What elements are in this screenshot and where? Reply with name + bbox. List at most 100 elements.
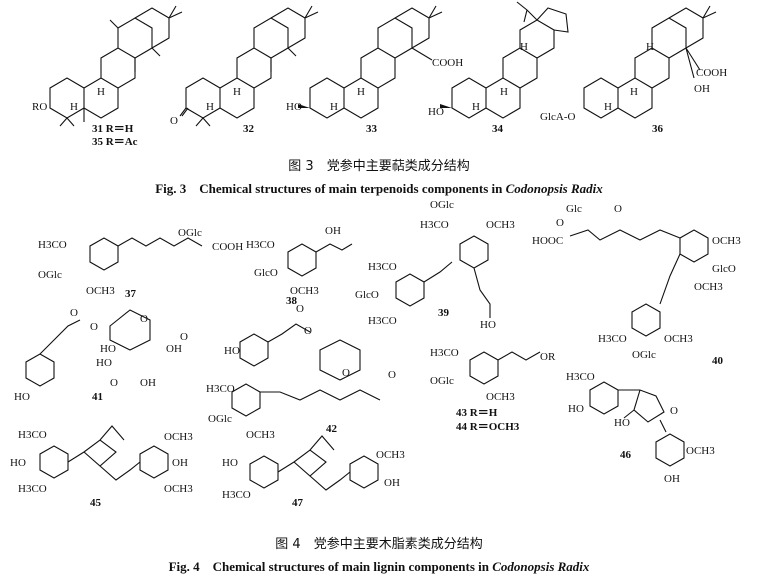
figure-4-caption-en: Fig. 4 Chemical structures of main ligni… [0, 556, 758, 575]
c42-label-oglc: OGlc [208, 413, 232, 425]
c41-label-o2: O [90, 321, 98, 333]
c45-caption: 45 [90, 497, 102, 509]
c36-label-h1: H [646, 41, 654, 53]
lignin-structures-svg: OGlc H3CO COOH OGlc OCH3 37 OH H3CO GlcO… [10, 199, 741, 509]
c46-label-ho1: HO [568, 403, 584, 415]
c36-label-glca: GlcA-O [540, 111, 575, 123]
c47-label-oh: OH [384, 477, 400, 489]
c40-label-o2: O [614, 203, 622, 215]
c36-label-cooh: COOH [696, 67, 727, 79]
c39-label-oglc: OGlc [430, 200, 454, 211]
terpenoid-structures-svg: RO H H 31 R＝H 35 R＝Ac O H H 32 HO H H CO… [32, 1, 727, 148]
figure-4-caption-en-italic: Codonopsis Radix [492, 559, 590, 574]
c40-label-och3-2: OCH3 [694, 281, 723, 293]
c41-label-ho1: HO [100, 343, 116, 355]
c37-caption: 37 [125, 288, 137, 300]
c33-label-h2: H [330, 101, 338, 113]
c31-label-ro: RO [32, 101, 47, 113]
c32-caption: 32 [243, 123, 255, 135]
c37-label-oglc: OGlc [178, 227, 202, 239]
c46-label-o: O [670, 405, 678, 417]
c41-label-oh1: OH [166, 343, 182, 355]
c34-label-h2: H [500, 86, 508, 98]
compound-36-structure: H COOH OH H H GlcA-O 36 [540, 5, 727, 135]
c40-label-och3-1: OCH3 [712, 235, 741, 247]
c39-label-h3co2: H3CO [368, 261, 397, 273]
compound-45-structure: H3CO HO H3CO OCH3 OH OCH3 45 [10, 425, 193, 509]
c37-label-cooh: COOH [212, 241, 243, 253]
c42-label-ho: HO [224, 345, 240, 357]
c47-label-ho: HO [222, 457, 238, 469]
c39-label-ho: HO [480, 319, 496, 331]
c45-label-h3co2: H3CO [18, 483, 47, 495]
c46-caption: 46 [620, 449, 632, 461]
figure-3-caption-en-italic: Codonopsis Radix [505, 181, 603, 196]
c31-label-h2: H [70, 101, 78, 113]
figure-4-caption-en-text: Fig. 4 Chemical structures of main ligni… [168, 559, 493, 574]
c40-label-glc: Glc [566, 203, 582, 215]
c31-label-h1: H [97, 86, 105, 98]
compound-31-structure: RO H H 31 R＝H 35 R＝Ac [32, 5, 183, 148]
c38-label-och3: OCH3 [290, 285, 319, 297]
c42-label-o2: O [304, 325, 312, 337]
c38-caption: 38 [286, 295, 298, 307]
figure-3-caption-en-text: Fig. 3 Chemical structures of main terpe… [155, 181, 506, 196]
c42-label-o4: O [388, 369, 396, 381]
figure-4-structures: OGlc H3CO COOH OGlc OCH3 37 OH H3CO GlcO… [0, 199, 758, 527]
figure-4-caption-cn: 图 4 党参中主要木脂素类成分结构 [275, 537, 483, 552]
c42-label-h3co: H3CO [206, 383, 235, 395]
c45-label-oh: OH [172, 457, 188, 469]
c39-label-h3co1: H3CO [420, 219, 449, 231]
compound-39-structure: OGlc H3CO OCH3 H3CO GlcO H3CO HO 39 [355, 199, 515, 331]
compound-46-structure: H3CO HO HO O OCH3 OH 46 [566, 371, 715, 485]
compound-38-structure: OH H3CO GlcO OCH3 38 [246, 225, 353, 307]
c47-label-h3co: H3CO [222, 489, 251, 501]
c32-label-h2: H [206, 101, 214, 113]
c33-label-ho: HO [286, 101, 302, 113]
c46-label-och3: OCH3 [686, 445, 715, 457]
compound-43-44-structure: H3CO OR OGlc OCH3 43 R＝H 44 R＝OCH3 [430, 347, 556, 433]
c44-caption: 44 R＝OCH3 [456, 421, 520, 433]
c43-label-h3co: H3CO [430, 347, 459, 359]
compound-40-structure: Glc O HOOC O OCH3 GlcO OCH3 H3CO OCH3 OG… [532, 203, 741, 367]
c43-label-oglc: OGlc [430, 375, 454, 387]
c36-label-oh: OH [694, 83, 710, 95]
c41-label-ho3: HO [14, 391, 30, 403]
c32-label-h1: H [233, 86, 241, 98]
c36-label-h3: H [604, 101, 612, 113]
c42-caption: 42 [326, 423, 338, 435]
c47-label-och3: OCH3 [376, 449, 405, 461]
c45-label-h3co1: H3CO [18, 429, 47, 441]
compound-33-structure: HO H H COOH 33 [286, 5, 463, 135]
c34-caption: 34 [492, 123, 504, 135]
c41-label-o4: O [180, 331, 188, 343]
c35-caption: 35 R＝Ac [92, 136, 138, 148]
c36-caption: 36 [652, 123, 664, 135]
c40-label-glco: GlcO [712, 263, 736, 275]
figure-3-caption-cn: 图 3 党参中主要萜类成分结构 [288, 159, 470, 174]
c45-label-och3-2: OCH3 [164, 483, 193, 495]
c33-label-cooh: COOH [432, 57, 463, 69]
c38-label-h3co: H3CO [246, 239, 275, 251]
c43-caption: 43 R＝H [456, 407, 498, 419]
c37-label-och3: OCH3 [86, 285, 115, 297]
c40-label-oglc: OGlc [632, 349, 656, 361]
c39-label-glco: GlcO [355, 289, 379, 301]
c33-label-h1: H [357, 86, 365, 98]
c34-label-ho: HO [428, 106, 444, 118]
c41-label-o3: O [140, 313, 148, 325]
c41-caption: 41 [92, 391, 103, 403]
compound-32-structure: O H H 32 [170, 5, 319, 135]
c40-label-o1: O [556, 217, 564, 229]
c37-label-oglc2: OGlc [38, 269, 62, 281]
c32-label-o: O [170, 115, 178, 127]
c34-label-h1: H [520, 41, 528, 53]
c39-caption: 39 [438, 307, 450, 319]
c46-label-oh: OH [664, 473, 680, 485]
c47-caption: 47 [292, 497, 304, 509]
compound-41-structure: O O O OH HO HO HO OH O O 41 [14, 307, 188, 403]
c46-label-ho2: HO [614, 417, 630, 429]
c45-label-ho: HO [10, 457, 26, 469]
c33-caption: 33 [366, 123, 378, 135]
c42-label-och3: OCH3 [246, 429, 275, 441]
